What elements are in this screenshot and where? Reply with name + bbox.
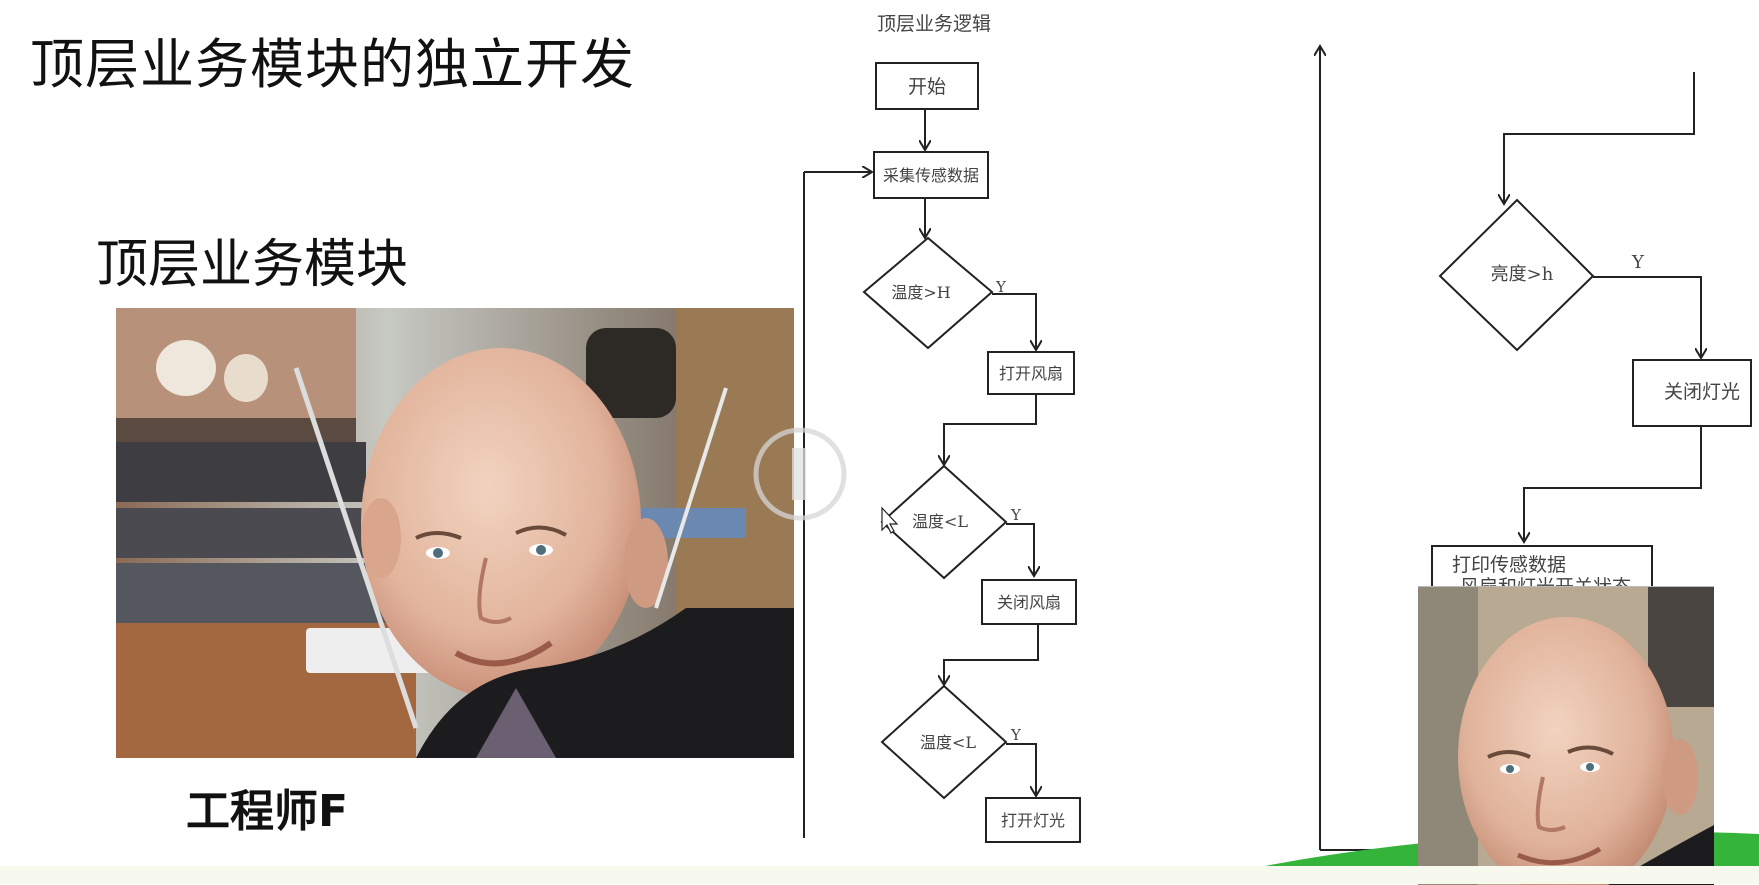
- collect-label: 采集传感数据: [883, 166, 979, 185]
- decision-temp-low-2-label: 温度<L: [920, 733, 976, 752]
- close-light-box: [1632, 359, 1752, 427]
- open-light-box: [985, 797, 1081, 843]
- yes-label-3: Y: [1010, 726, 1022, 744]
- yes-label-1: Y: [995, 278, 1007, 296]
- close-fan-label: 关闭风扇: [997, 593, 1061, 612]
- decision-brightness: [1438, 198, 1595, 352]
- collect-box: [873, 151, 989, 199]
- start-box: [875, 62, 979, 110]
- footer-band: [0, 866, 1759, 884]
- decision-brightness-label: 亮度>h: [1491, 264, 1554, 285]
- close-light-label: 关闭灯光: [1664, 381, 1740, 403]
- decision-temp-low: [880, 464, 1008, 580]
- engineer-label: 工程师F: [186, 786, 349, 837]
- play-icon[interactable]: [753, 427, 847, 521]
- flowchart-title: 顶层业务逻辑: [877, 13, 991, 35]
- decision-temp-low-label: 温度<L: [912, 512, 968, 531]
- module-heading: 顶层业务模块: [96, 235, 409, 295]
- yes-label-4: Y: [1631, 252, 1645, 273]
- slide-title: 顶层业务模块的独立开发: [30, 33, 635, 96]
- mouse-cursor-icon: [881, 506, 899, 534]
- decision-temp-high-label: 温度>H: [891, 283, 950, 302]
- yes-label-2: Y: [1010, 506, 1022, 524]
- close-fan-box: [981, 579, 1077, 625]
- decision-temp-high: [862, 236, 994, 350]
- engineer-photo: [116, 308, 794, 758]
- open-fan-box: [987, 351, 1075, 395]
- camera-overlay-photo: [1418, 586, 1714, 885]
- decision-temp-low-2: [880, 684, 1008, 800]
- print-label-line1: 打印传感数据: [1452, 554, 1566, 576]
- start-label: 开始: [908, 76, 946, 98]
- open-light-label: 打开灯光: [1001, 811, 1065, 830]
- open-fan-label: 打开风扇: [999, 364, 1063, 383]
